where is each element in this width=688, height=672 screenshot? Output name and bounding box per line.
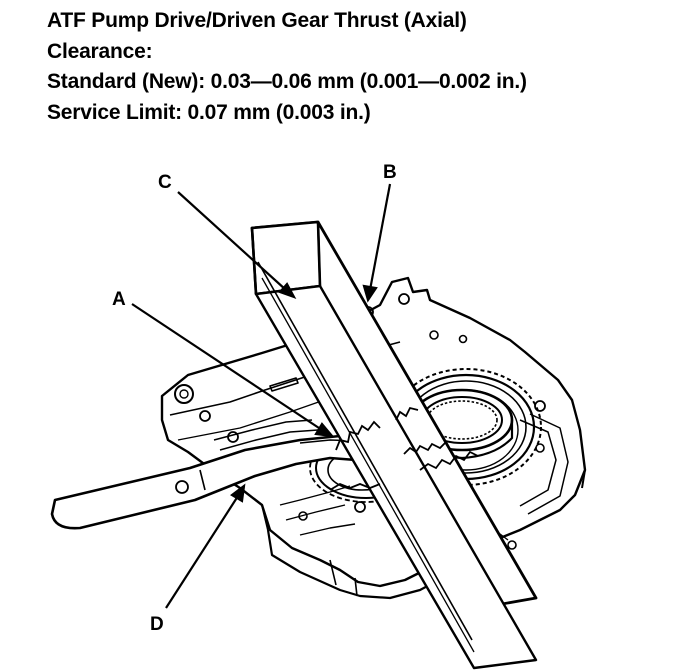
straight-edge (250, 220, 538, 670)
bolt-hole (398, 293, 410, 305)
bolt-hole (429, 330, 439, 340)
spec-service-limit: Service Limit: 0.07 mm (0.003 in.) (47, 100, 371, 124)
callout-leaders (131, 183, 392, 609)
callout-label-a: A (112, 289, 126, 310)
specification-text: ATF Pump Drive/Driven Gear Thrust (Axial… (47, 6, 667, 128)
spec-standard-value: Standard (New): 0.03—0.06 mm (0.001—0.00… (47, 70, 527, 93)
callout-label-b: B (383, 162, 397, 183)
spec-clearance-label: Clearance: (47, 39, 153, 63)
gear-teeth-detail (329, 406, 479, 491)
spec-title: ATF Pump Drive/Driven Gear Thrust (Axial… (47, 9, 467, 32)
bolt-hole (534, 400, 546, 412)
bolt-hole (507, 540, 517, 550)
bolt-hole (199, 410, 211, 422)
callout-label-d: D (150, 614, 164, 635)
callout-label-c: C (158, 172, 172, 193)
bolt-hole (174, 384, 194, 404)
straight-edge-end (250, 220, 322, 296)
bolt-hole (535, 443, 545, 453)
bolt-hole (354, 501, 366, 513)
bolt-hole (458, 334, 468, 344)
